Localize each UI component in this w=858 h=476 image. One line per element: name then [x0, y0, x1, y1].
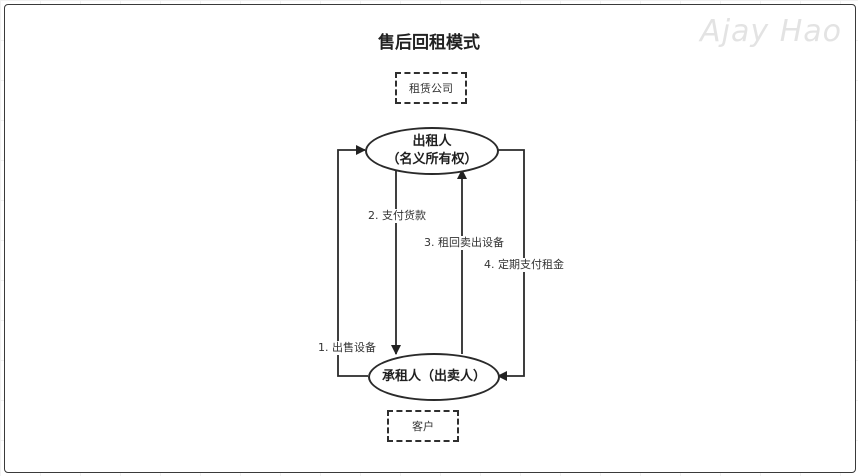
- edge-sell-equipment: [337, 145, 368, 377]
- edge-label-sell-equipment: 1. 出售设备: [318, 341, 376, 355]
- diagram-title: 售后回租模式: [378, 33, 480, 53]
- node-lessor: 出租人 （名义所有权）: [365, 127, 499, 175]
- node-lessee-label: 承租人（出卖人）: [381, 369, 486, 384]
- node-customer-label: 客户: [412, 420, 434, 433]
- node-customer: 客户: [387, 410, 459, 442]
- edge-label-pay-price: 2. 支付货款: [368, 209, 426, 223]
- node-lessee: 承租人（出卖人）: [368, 353, 500, 401]
- node-leasing-company: 租赁公司: [395, 72, 467, 104]
- edge-label-pay-rent: 4. 定期支付租金: [484, 258, 564, 272]
- watermark: Ajay Hao: [700, 14, 842, 49]
- edge-label-lease-back: 3. 租回卖出设备: [424, 236, 504, 250]
- node-leasing-company-label: 租赁公司: [409, 82, 453, 95]
- node-lessor-label-1: 出租人: [412, 134, 452, 149]
- node-lessor-label-2: （名义所有权）: [386, 152, 478, 167]
